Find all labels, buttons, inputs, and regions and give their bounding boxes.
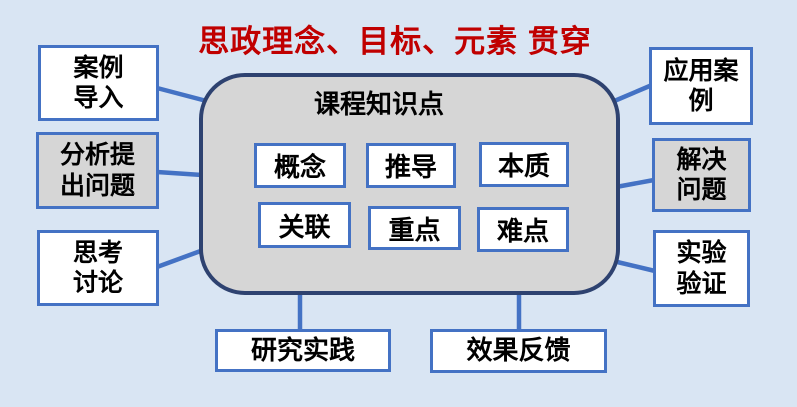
- connector-solve: [615, 177, 655, 190]
- knowledge-item-derive: 推导: [366, 143, 456, 188]
- node-experiment-verify: 实验 验证: [653, 230, 750, 307]
- connector-analyze: [156, 169, 203, 178]
- node-analyze-raise-question: 分析提 出问题: [36, 132, 159, 209]
- node-research-practice: 研究实践: [215, 329, 391, 372]
- node-effect-feedback: 效果反馈: [430, 329, 607, 373]
- node-apply-case: 应用案 例: [649, 47, 753, 125]
- knowledge-item-essence: 本质: [479, 142, 569, 187]
- node-think-discuss: 思考 讨论: [37, 230, 159, 306]
- knowledge-item-relation: 关联: [258, 202, 351, 248]
- knowledge-item-concept: 概念: [254, 143, 346, 188]
- connector-verify: [612, 258, 656, 274]
- connector-think: [156, 246, 207, 270]
- knowledge-item-difficult-point: 难点: [477, 207, 569, 252]
- knowledge-item-key-point: 重点: [368, 206, 461, 250]
- page-title: 思政理念、目标、元素 贯穿: [198, 24, 592, 59]
- course-knowledge-title: 课程知识点: [313, 89, 444, 119]
- connector-apply: [611, 82, 653, 105]
- node-solve-problem: 解决 问题: [652, 138, 751, 212]
- node-case-import: 案例 导入: [38, 45, 159, 121]
